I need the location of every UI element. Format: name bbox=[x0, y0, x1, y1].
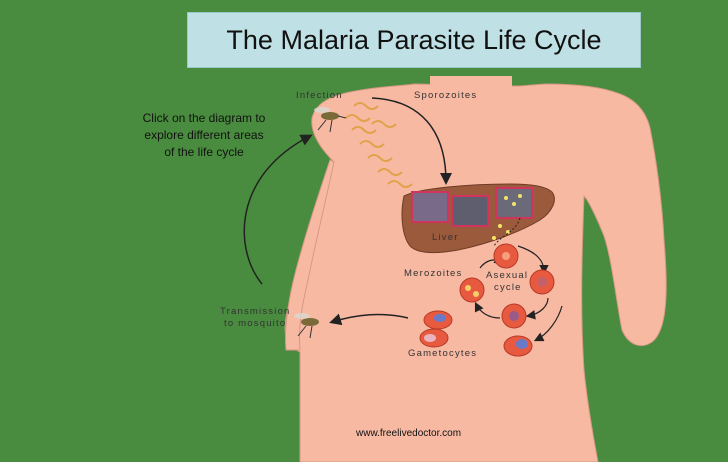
merozoite-path bbox=[493, 217, 521, 247]
label-liver: Liver bbox=[432, 232, 459, 243]
asexual-arrow bbox=[525, 297, 549, 320]
spore-dot bbox=[504, 196, 508, 200]
left-arm[interactable] bbox=[285, 159, 335, 351]
label-asexual-line2: cycle bbox=[494, 282, 522, 293]
asexual-arrow bbox=[474, 301, 501, 319]
label-infection: Infection bbox=[296, 90, 343, 101]
mosquito-icon[interactable] bbox=[294, 313, 319, 339]
spore-dot bbox=[492, 236, 496, 240]
site-credit[interactable]: www.freelivedoctor.com bbox=[355, 428, 461, 439]
human-body[interactable] bbox=[284, 83, 667, 462]
label-sporozoites: Sporozoites bbox=[414, 90, 477, 101]
spore-dot bbox=[512, 202, 516, 206]
neck bbox=[430, 76, 512, 90]
mosquito-icon[interactable] bbox=[314, 107, 347, 133]
spore-dot bbox=[498, 224, 502, 228]
page-title: The Malaria Parasite Life Cycle bbox=[226, 24, 602, 55]
liver-cell-1[interactable] bbox=[411, 191, 449, 223]
sporozoite-arrow bbox=[371, 97, 452, 185]
red-blood-cells[interactable] bbox=[459, 243, 555, 329]
label-transmission-line1: Transmission bbox=[220, 306, 291, 317]
instructions-text: Click on the diagram to explore differen… bbox=[142, 111, 266, 159]
label-merozoites: Merozoites bbox=[404, 268, 462, 279]
gametocyte-arrow bbox=[533, 305, 563, 342]
label-transmission-line2: to mosquito bbox=[224, 318, 286, 329]
sporozoites[interactable] bbox=[345, 102, 413, 188]
transmission-arrow bbox=[329, 313, 409, 326]
cycle-return-arrow bbox=[243, 134, 313, 285]
title-banner: The Malaria Parasite Life Cycle bbox=[187, 12, 641, 68]
asexual-arrow bbox=[517, 245, 549, 275]
label-gametocytes: Gametocytes bbox=[408, 348, 477, 359]
spore-dot bbox=[518, 194, 522, 198]
spore-dot bbox=[506, 230, 510, 234]
liver-cell-2[interactable] bbox=[451, 195, 489, 227]
label-asexual-line1: Asexual bbox=[486, 270, 528, 281]
gametocytes[interactable] bbox=[419, 310, 533, 357]
